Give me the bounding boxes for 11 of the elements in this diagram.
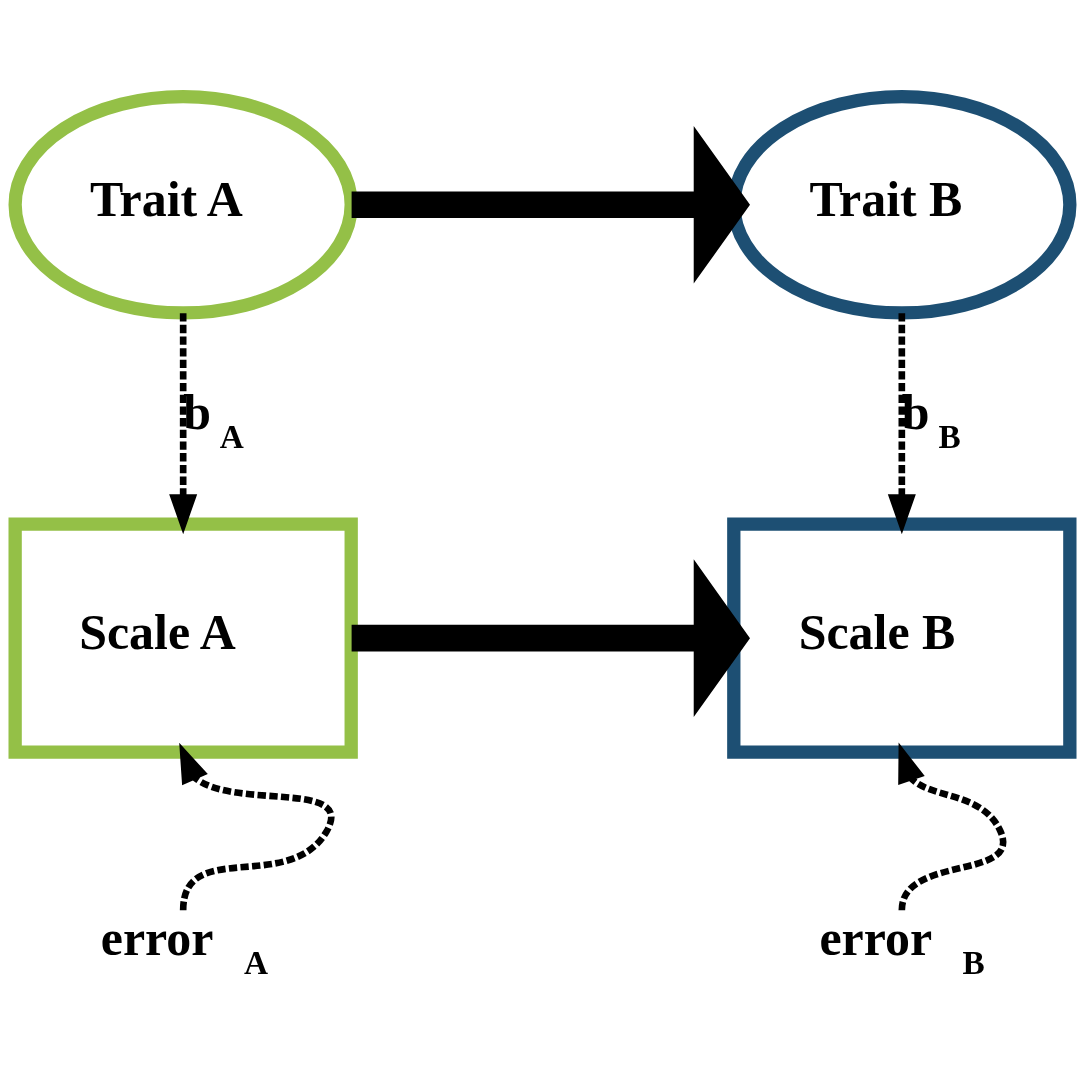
node-text: error$_{A}$ xyxy=(100,911,268,981)
arrow xyxy=(351,559,750,717)
node-text: error$_{B}$ xyxy=(819,911,985,981)
edge-label: b$_{A}$ xyxy=(183,385,244,455)
node-box: Scale A xyxy=(8,517,358,759)
arrow xyxy=(898,742,1007,911)
node-box: Scale B xyxy=(727,517,1077,759)
edge-label: b$_{B}$ xyxy=(901,385,961,455)
arrow xyxy=(351,125,750,284)
node-ellipse: Trait A xyxy=(8,90,358,320)
arrow xyxy=(179,742,335,911)
